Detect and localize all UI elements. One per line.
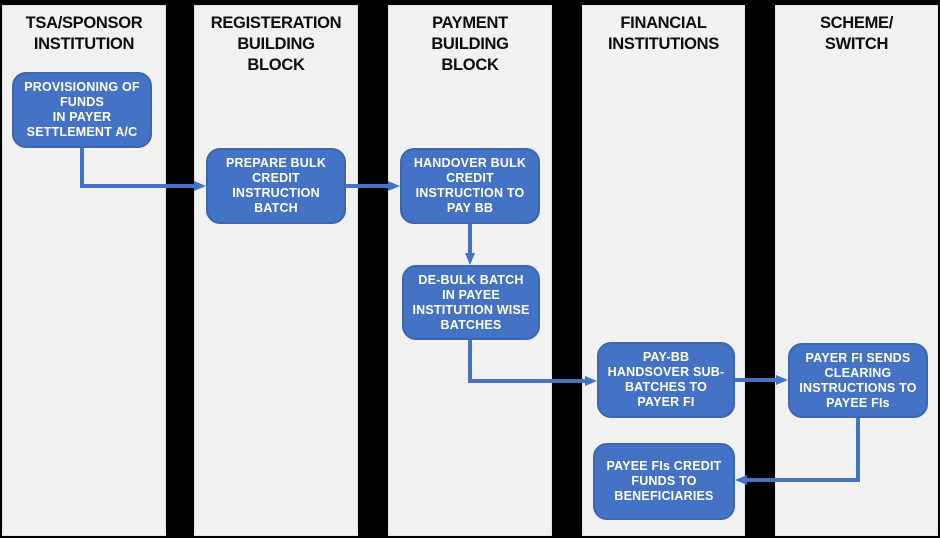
- flow-box-handover-bulk-credit: HANDOVER BULK CREDIT INSTRUCTION TO PAY …: [400, 148, 540, 224]
- flow-box-prepare-bulk-credit-batch: PREPARE BULK CREDIT INSTRUCTION BATCH: [206, 148, 346, 224]
- lane-scheme-switch: SCHEME/ SWITCH: [775, 5, 938, 536]
- flow-box-payee-fis-credit-funds: PAYEE FIs CREDIT FUNDS TO BENEFICIARIES: [593, 443, 735, 520]
- lane-title: SCHEME/ SWITCH: [819, 14, 894, 53]
- flow-box-payer-fi-sends-clearing: PAYER FI SENDS CLEARING INSTRUCTIONS TO …: [788, 343, 928, 418]
- flow-box-paybb-handsover-subbatches: PAY-BB HANDSOVER SUB- BATCHES TO PAYER F…: [597, 342, 735, 418]
- flow-box-provisioning-of-funds: PROVISIONING OF FUNDS IN PAYER SETTLEMEN…: [12, 72, 152, 148]
- lane-title: REGISTERATION BUILDING BLOCK: [210, 14, 342, 74]
- flow-box-de-bulk-batch: DE-BULK BATCH IN PAYEE INSTITUTION WISE …: [402, 265, 540, 340]
- lane-title: PAYMENT BUILDING BLOCK: [431, 14, 509, 74]
- lane-title: TSA/SPONSOR INSTITUTION: [25, 14, 143, 53]
- lane-registration-building-block: REGISTERATION BUILDING BLOCK: [194, 5, 358, 536]
- lane-title: FINANCIAL INSTITUTIONS: [608, 14, 719, 53]
